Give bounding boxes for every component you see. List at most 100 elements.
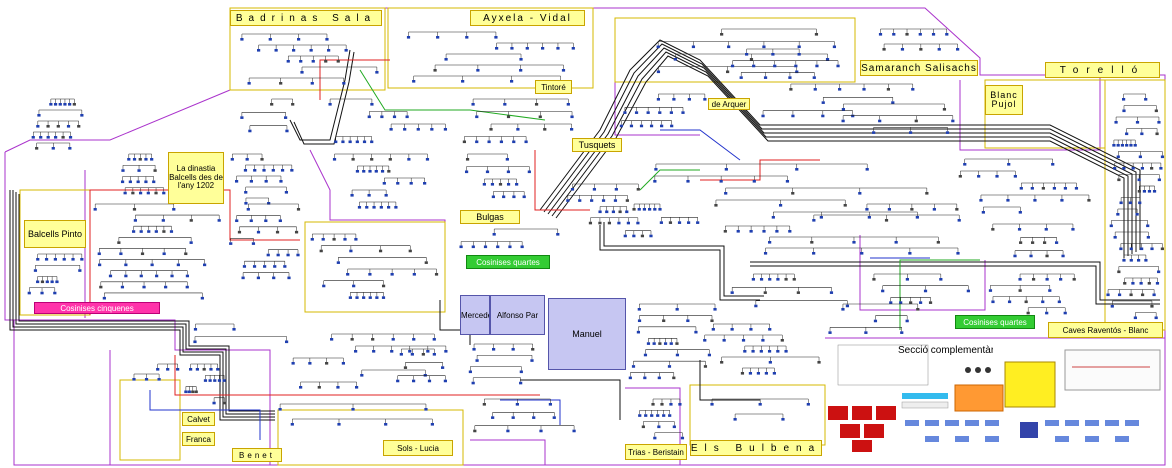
person-node xyxy=(80,258,84,261)
person-node xyxy=(164,285,168,289)
person-node xyxy=(144,180,148,184)
person-node xyxy=(187,390,191,394)
person-node xyxy=(607,221,612,225)
person-node xyxy=(764,372,768,375)
person-node xyxy=(638,414,642,417)
person-node xyxy=(51,147,55,150)
person-node xyxy=(471,381,475,385)
person-node xyxy=(878,33,883,36)
person-node xyxy=(36,280,40,284)
person-node xyxy=(936,241,940,244)
person-node xyxy=(956,252,960,255)
person-node xyxy=(283,265,287,268)
person-node xyxy=(240,116,244,119)
person-node xyxy=(646,111,650,114)
person-node xyxy=(241,276,245,280)
person-node xyxy=(1007,163,1011,166)
person-node xyxy=(955,208,959,211)
person-node xyxy=(375,71,379,74)
person-node xyxy=(644,414,648,417)
person-node xyxy=(494,36,498,39)
person-node xyxy=(68,147,72,150)
person-node xyxy=(344,49,348,52)
person-node xyxy=(436,36,440,39)
person-node xyxy=(1155,132,1159,136)
person-node xyxy=(127,158,131,161)
person-node xyxy=(673,58,677,61)
person-node xyxy=(274,49,278,52)
person-node xyxy=(752,180,756,183)
person-node xyxy=(780,339,784,342)
person-node xyxy=(266,253,270,257)
person-node xyxy=(657,425,661,429)
label-calvet: Calvet xyxy=(182,412,215,426)
person-node xyxy=(1152,293,1156,297)
person-node xyxy=(1122,167,1126,170)
person-node xyxy=(675,342,679,345)
person-node xyxy=(654,168,658,171)
person-node xyxy=(351,408,355,411)
person-node xyxy=(1157,178,1161,182)
person-node xyxy=(468,370,472,374)
person-node xyxy=(471,103,475,106)
person-node xyxy=(370,103,374,106)
person-node xyxy=(191,390,195,394)
person-node xyxy=(749,58,754,61)
person-node xyxy=(1147,190,1152,193)
person-node xyxy=(311,60,315,63)
person-node xyxy=(297,38,301,41)
label-tintore: Tintoré xyxy=(535,80,572,94)
person-node xyxy=(886,88,891,91)
person-node xyxy=(482,183,486,186)
person-node xyxy=(138,158,142,161)
label-benet: Benet xyxy=(232,448,282,462)
person-node xyxy=(672,98,676,101)
label-la-dinastia: La dinastia Balcells des de l'any 1202 xyxy=(168,152,224,204)
person-node xyxy=(945,33,949,36)
person-node xyxy=(189,241,193,244)
person-node xyxy=(444,58,448,61)
person-node xyxy=(506,183,511,186)
person-node xyxy=(561,69,566,72)
person-node xyxy=(270,103,274,106)
person-node xyxy=(176,368,180,371)
person-node xyxy=(900,48,905,51)
person-node xyxy=(668,414,672,417)
person-node xyxy=(1157,270,1161,274)
person-node xyxy=(1017,228,1022,231)
person-node xyxy=(1129,247,1133,251)
person-node xyxy=(139,274,143,278)
person-node xyxy=(598,210,602,214)
person-node xyxy=(330,338,334,341)
person-node xyxy=(749,328,753,331)
person-node xyxy=(1146,224,1150,228)
person-node xyxy=(54,136,58,139)
label-manuel: Manuel xyxy=(548,298,626,370)
person-node xyxy=(686,221,691,224)
person-node xyxy=(1106,293,1110,297)
person-node xyxy=(539,429,543,433)
person-node xyxy=(714,204,718,207)
person-node xyxy=(821,114,825,118)
label-samaranch-salisachs: Samaranch Salisachs xyxy=(860,60,978,76)
person-node xyxy=(136,180,140,184)
person-node xyxy=(828,331,832,334)
person-node xyxy=(1013,175,1017,178)
person-node xyxy=(251,242,256,245)
person-node xyxy=(772,372,776,375)
person-node xyxy=(93,208,97,211)
person-node xyxy=(248,129,252,133)
person-node xyxy=(185,285,189,289)
person-node xyxy=(132,230,136,233)
person-node xyxy=(613,199,618,202)
person-node xyxy=(841,108,846,111)
person-node xyxy=(669,342,673,345)
person-node xyxy=(46,125,50,128)
person-node xyxy=(309,49,313,52)
person-node xyxy=(719,180,723,183)
person-node xyxy=(860,252,864,255)
person-node xyxy=(336,261,340,264)
person-node xyxy=(427,379,432,383)
person-node xyxy=(650,414,654,417)
person-node xyxy=(271,169,275,172)
